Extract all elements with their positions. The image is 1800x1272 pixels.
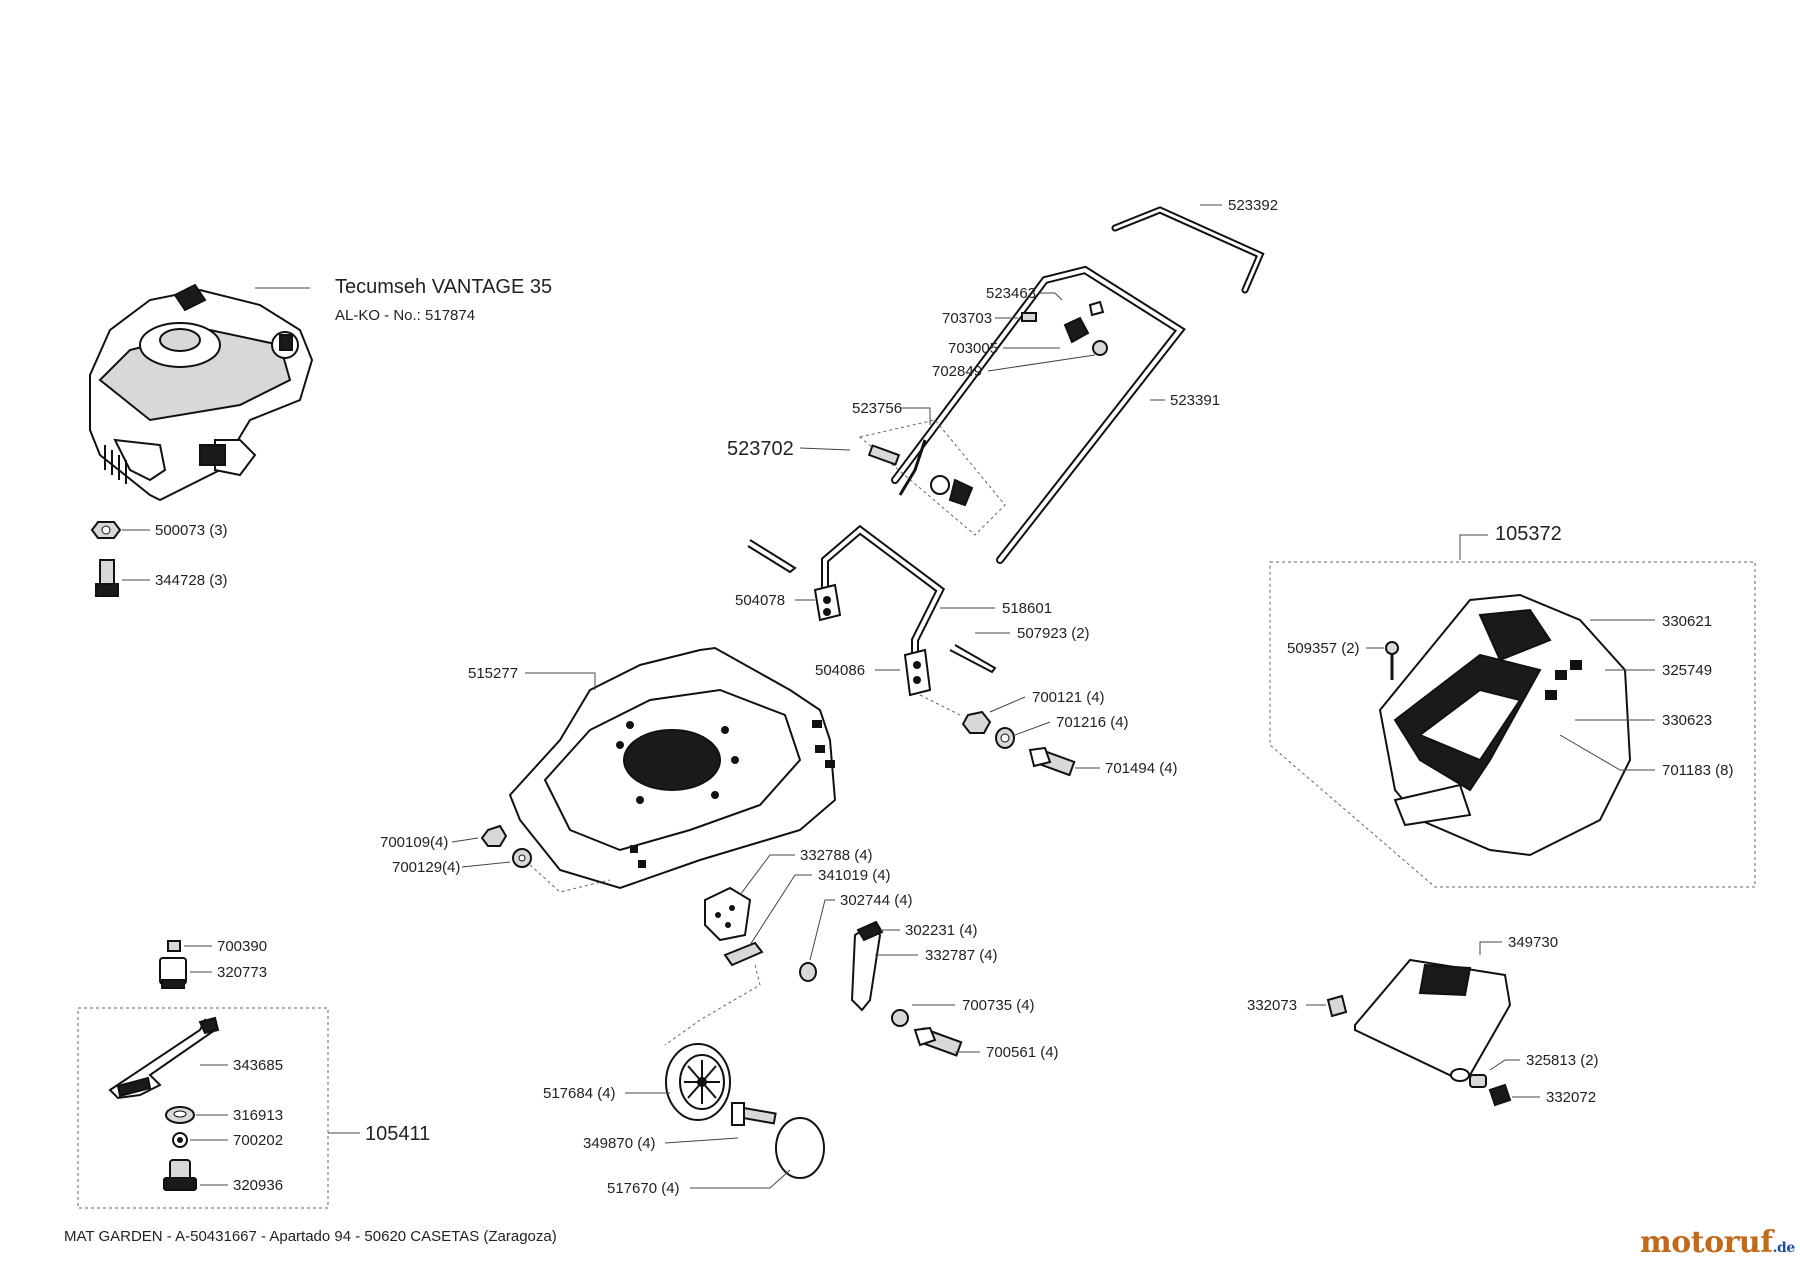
engine-alko-number-label: AL-KO - No.: 517874 bbox=[335, 307, 475, 324]
blade-343685 bbox=[108, 1016, 220, 1100]
label-330623: 330623 bbox=[1662, 712, 1712, 729]
spring-325813 bbox=[1469, 1074, 1487, 1088]
lower-handle-518601 bbox=[821, 524, 946, 684]
label-343685: 343685 bbox=[233, 1057, 283, 1074]
label-349730: 349730 bbox=[1508, 934, 1558, 951]
pin-b bbox=[949, 644, 997, 674]
label-518601: 518601 bbox=[1002, 600, 1052, 617]
catcher-kit-box bbox=[1269, 561, 1756, 888]
quick-release-parts bbox=[867, 439, 974, 507]
clamp-parts bbox=[1021, 300, 1108, 356]
wheel-517684 bbox=[665, 1043, 731, 1121]
top-bar-523392 bbox=[1111, 206, 1265, 294]
washer-701216 bbox=[995, 727, 1015, 749]
label-517684: 517684 (4) bbox=[543, 1085, 616, 1102]
lever-332787 bbox=[850, 920, 884, 1012]
footer-address: MAT GARDEN - A-50431667 - Apartado 94 - … bbox=[64, 1228, 557, 1245]
label-515277: 515277 bbox=[468, 665, 518, 682]
label-302231: 302231 (4) bbox=[905, 922, 978, 939]
blade-kit-box bbox=[77, 1007, 329, 1209]
label-703005: 703005 bbox=[948, 340, 998, 357]
deck-515277 bbox=[508, 646, 837, 890]
label-332072: 332072 bbox=[1546, 1089, 1596, 1106]
label-517670: 517670 (4) bbox=[607, 1180, 680, 1197]
label-701216: 701216 (4) bbox=[1056, 714, 1129, 731]
label-523463: 523463 bbox=[986, 285, 1036, 302]
label-320773: 320773 bbox=[217, 964, 267, 981]
label-320936: 320936 bbox=[233, 1177, 283, 1194]
washer-700129 bbox=[512, 848, 532, 868]
label-500073: 500073 (3) bbox=[155, 522, 228, 539]
label-700129: 700129(4) bbox=[392, 859, 460, 876]
label-344728: 344728 (3) bbox=[155, 572, 228, 589]
label-523391: 523391 bbox=[1170, 392, 1220, 409]
label-701183: 701183 (8) bbox=[1662, 762, 1733, 779]
label-700202: 700202 bbox=[233, 1132, 283, 1149]
label-523392: 523392 bbox=[1228, 197, 1278, 214]
bolt-344728 bbox=[95, 559, 119, 597]
quick-release-kit-box bbox=[858, 419, 1006, 536]
adjuster-332788 bbox=[704, 886, 752, 942]
label-316913: 316913 bbox=[233, 1107, 283, 1124]
blade-bolt-700390 bbox=[167, 940, 181, 952]
label-700121: 700121 (4) bbox=[1032, 689, 1105, 706]
label-330621: 330621 bbox=[1662, 613, 1712, 630]
label-332073: 332073 bbox=[1247, 997, 1297, 1014]
axle-bolt-349870 bbox=[731, 1102, 777, 1126]
upper-handle-523391 bbox=[891, 265, 1186, 564]
bushing-302744 bbox=[799, 962, 817, 982]
pin-a bbox=[747, 539, 797, 574]
label-700390: 700390 bbox=[217, 938, 267, 955]
logo-text: motoruf bbox=[1640, 1225, 1773, 1260]
label-523702: 523702 bbox=[727, 438, 794, 460]
logo-suffix: .de bbox=[1772, 1240, 1796, 1256]
screw-509357 bbox=[1385, 641, 1399, 680]
label-702849: 702849 bbox=[932, 363, 982, 380]
label-703703: 703703 bbox=[942, 310, 992, 327]
bolt-700561 bbox=[913, 1026, 963, 1057]
engine-illustration bbox=[89, 283, 314, 502]
label-332788: 332788 (4) bbox=[800, 847, 873, 864]
bracket-504078 bbox=[813, 583, 842, 622]
adapter-320773 bbox=[159, 957, 187, 989]
watermark-logo: motoruf.de bbox=[1640, 1225, 1795, 1260]
label-325749: 325749 bbox=[1662, 662, 1712, 679]
clip-332072 bbox=[1488, 1083, 1512, 1107]
bracket-504086 bbox=[903, 648, 932, 697]
nut-700121 bbox=[961, 710, 992, 734]
bolt-320936 bbox=[163, 1159, 197, 1191]
label-700735: 700735 (4) bbox=[962, 997, 1035, 1014]
label-325813: 325813 (2) bbox=[1526, 1052, 1599, 1069]
label-349870: 349870 (4) bbox=[583, 1135, 656, 1152]
label-504078: 504078 bbox=[735, 592, 785, 609]
plate-341019 bbox=[723, 941, 764, 967]
clip-332073 bbox=[1326, 994, 1348, 1018]
engine-name-label: Tecumseh VANTAGE 35 bbox=[335, 276, 552, 298]
washer-700735 bbox=[891, 1009, 909, 1027]
label-105372: 105372 bbox=[1495, 523, 1562, 545]
label-302744: 302744 (4) bbox=[840, 892, 913, 909]
label-523756: 523756 bbox=[852, 400, 902, 417]
nut-500073 bbox=[90, 521, 122, 539]
bolt-701494 bbox=[1028, 746, 1076, 777]
label-507923: 507923 (2) bbox=[1017, 625, 1090, 642]
label-341019: 341019 (4) bbox=[818, 867, 891, 884]
label-701494: 701494 (4) bbox=[1105, 760, 1178, 777]
label-332787: 332787 (4) bbox=[925, 947, 998, 964]
catcher-housing bbox=[1378, 593, 1632, 857]
label-509357: 509357 (2) bbox=[1287, 640, 1360, 657]
washer-316913 bbox=[165, 1106, 195, 1124]
nut-700109 bbox=[480, 824, 508, 847]
label-504086: 504086 bbox=[815, 662, 865, 679]
hubcap-517670 bbox=[775, 1117, 825, 1179]
label-105411: 105411 bbox=[365, 1123, 430, 1145]
rear-flap-349730 bbox=[1354, 958, 1512, 1082]
label-700109: 700109(4) bbox=[380, 834, 448, 851]
lock-washer-700202 bbox=[172, 1132, 188, 1148]
label-700561: 700561 (4) bbox=[986, 1044, 1059, 1061]
